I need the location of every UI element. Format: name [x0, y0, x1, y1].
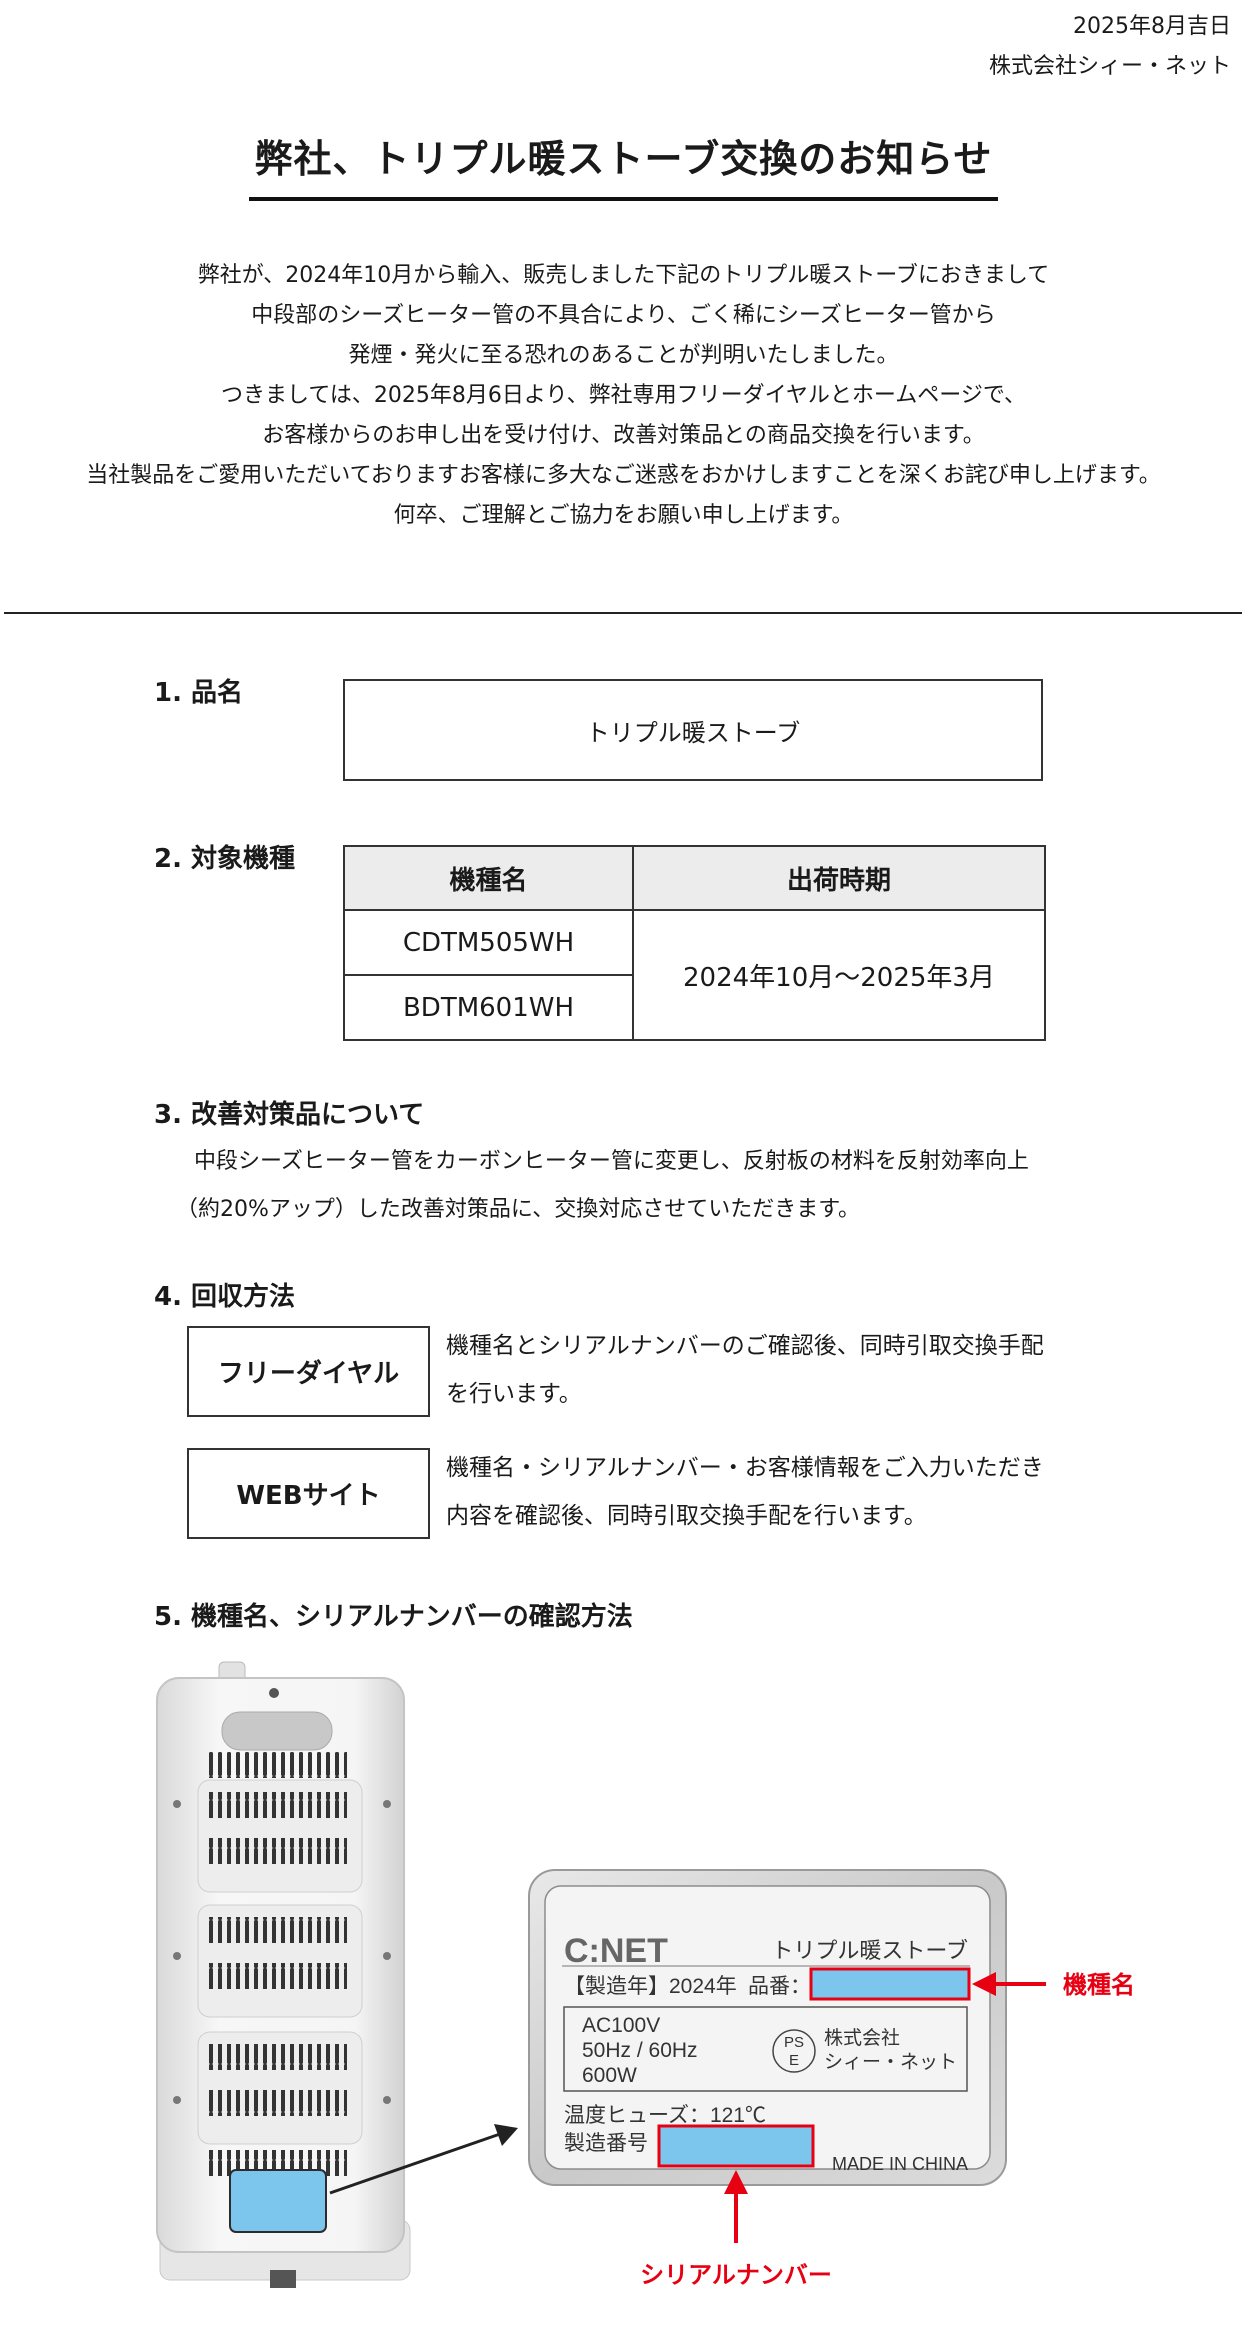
plate-spec-line: 600W — [582, 2064, 637, 2087]
intro-paragraph: 弊社が、2024年10月から輸入、販売しました下記のトリプル暖ストーブにおきまし… — [0, 256, 1247, 536]
plate-maker-line: 株式会社 — [824, 2027, 900, 2049]
section1-heading: 1. 品名 — [154, 678, 244, 708]
method-line: を行います。 — [446, 1381, 582, 1407]
product-name-box: トリプル暖ストーブ — [343, 679, 1043, 781]
plate-spec-line: AC100V — [582, 2014, 660, 2037]
intro-line: お客様からのお申し出を受け付け、改善対策品との商品交換を行います。 — [262, 423, 985, 448]
pointer-arrow — [329, 2124, 518, 2195]
plate-year: 【製造年】2024年 — [564, 1975, 737, 1998]
target-models-table: 機種名 出荷時期 CDTM505WH 2024年10月～2025年3月 BDTM… — [343, 845, 1046, 1041]
heater-back-view — [156, 1661, 411, 2288]
section3-body: 中段シーズヒーター管をカーボンヒーター管に変更し、反射板の材料を反射効率向上 （… — [176, 1138, 1029, 1234]
website-label: WEBサイト — [236, 1481, 381, 1511]
divider — [4, 612, 1242, 614]
section3-heading: 3. 改善対策品について — [154, 1100, 425, 1130]
notice-date: 2025年8月吉日 — [1073, 14, 1231, 39]
page-title: 弊社、トリプル暖ストーブ交換のお知らせ — [248, 128, 999, 201]
pse-mark-bottom: E — [789, 2052, 799, 2069]
table-row: CDTM505WH 2024年10月～2025年3月 — [343, 909, 1046, 1041]
plate-product-name: トリプル暖ストーブ — [771, 1938, 968, 1963]
intro-line: 中段部のシーズヒーター管の不具合により、ごく稀にシーズヒーター管から — [251, 303, 996, 328]
free-dial-description: 機種名とシリアルナンバーのご確認後、同時引取交換手配 を行います。 — [446, 1322, 1044, 1418]
table-header-row: 機種名 出荷時期 — [343, 845, 1046, 911]
label-location-highlight — [229, 2169, 327, 2233]
shipping-period-cell: 2024年10月～2025年3月 — [632, 909, 1046, 1041]
arrow-up-icon — [724, 2170, 748, 2194]
website-box: WEBサイト — [187, 1448, 430, 1539]
title-wrap: 弊社、トリプル暖ストーブ交換のお知らせ — [0, 128, 1247, 201]
model-cell: CDTM505WH — [343, 909, 634, 976]
plate-origin: MADE IN CHINA — [832, 2154, 968, 2174]
rating-label-plate: C:NET トリプル暖ストーブ 【製造年】2024年 品番： AC100V 50… — [528, 1869, 1007, 2186]
table-row: BDTM601WH — [343, 974, 1045, 1041]
section3-line: 中段シーズヒーター管をカーボンヒーター管に変更し、反射板の材料を反射効率向上 — [194, 1149, 1029, 1174]
intro-line: 何卒、ご理解とご協力をお願い申し上げます。 — [393, 503, 854, 528]
intro-line: つきましては、2025年8月6日より、弊社専用フリーダイヤルとホームページで、 — [221, 383, 1026, 408]
product-name: トリプル暖ストーブ — [585, 718, 801, 747]
callout-serial-number: シリアルナンバー — [640, 2262, 832, 2289]
model-number-highlight — [809, 1967, 971, 2001]
free-dial-label: フリーダイヤル — [217, 1359, 400, 1389]
column-header-period: 出荷時期 — [632, 845, 1046, 911]
intro-line: 弊社が、2024年10月から輸入、販売しました下記のトリプル暖ストーブにおきまし… — [197, 263, 1050, 288]
method-line: 内容を確認後、同時引取交換手配を行います。 — [446, 1503, 927, 1529]
serial-number-highlight — [657, 2124, 815, 2168]
model-cell: BDTM601WH — [343, 974, 634, 1041]
intro-line: 当社製品をご愛用いただいておりますお客様に多大なご迷惑をおかけしますことを深くお… — [86, 463, 1161, 488]
plate-serial-label: 製造番号 — [564, 2132, 648, 2155]
section3-line: （約20%アップ）した改善対策品に、交換対応させていただきます。 — [176, 1197, 861, 1222]
website-description: 機種名・シリアルナンバー・お客様情報をご入力いただき 内容を確認後、同時引取交換… — [446, 1444, 1044, 1540]
method-line: 機種名・シリアルナンバー・お客様情報をご入力いただき — [446, 1455, 1044, 1481]
plate-fuse: 温度ヒューズ：121℃ — [564, 2104, 766, 2127]
serial-callout: シリアルナンバー — [640, 2170, 832, 2289]
section5-heading: 5. 機種名、シリアルナンバーの確認方法 — [154, 1602, 633, 1632]
column-header-model: 機種名 — [343, 845, 634, 911]
company-name: 株式会社シィー・ネット — [988, 54, 1231, 79]
brand-logo: C:NET — [564, 1932, 668, 1970]
section2-heading: 2. 対象機種 — [154, 844, 296, 874]
section4-heading: 4. 回収方法 — [154, 1282, 296, 1312]
intro-line: 発煙・発火に至る恐れのあることが判明いたしました。 — [348, 343, 899, 368]
plate-part-label: 品番： — [748, 1975, 811, 1998]
free-dial-box: フリーダイヤル — [187, 1326, 430, 1417]
callout-model-name: 機種名 — [1063, 1971, 1135, 1999]
model-callout: 機種名 — [972, 1971, 1135, 1999]
plate-spec-line: 50Hz / 60Hz — [582, 2039, 698, 2062]
identification-illustration: C:NET トリプル暖ストーブ 【製造年】2024年 品番： AC100V 50… — [156, 1661, 1135, 2289]
pse-mark-top: PS — [784, 2034, 804, 2051]
plate-maker-line: シィー・ネット — [824, 2052, 957, 2073]
arrow-left-icon — [972, 1972, 996, 1996]
pse-mark-icon — [772, 2029, 816, 2073]
method-line: 機種名とシリアルナンバーのご確認後、同時引取交換手配 — [446, 1333, 1044, 1359]
